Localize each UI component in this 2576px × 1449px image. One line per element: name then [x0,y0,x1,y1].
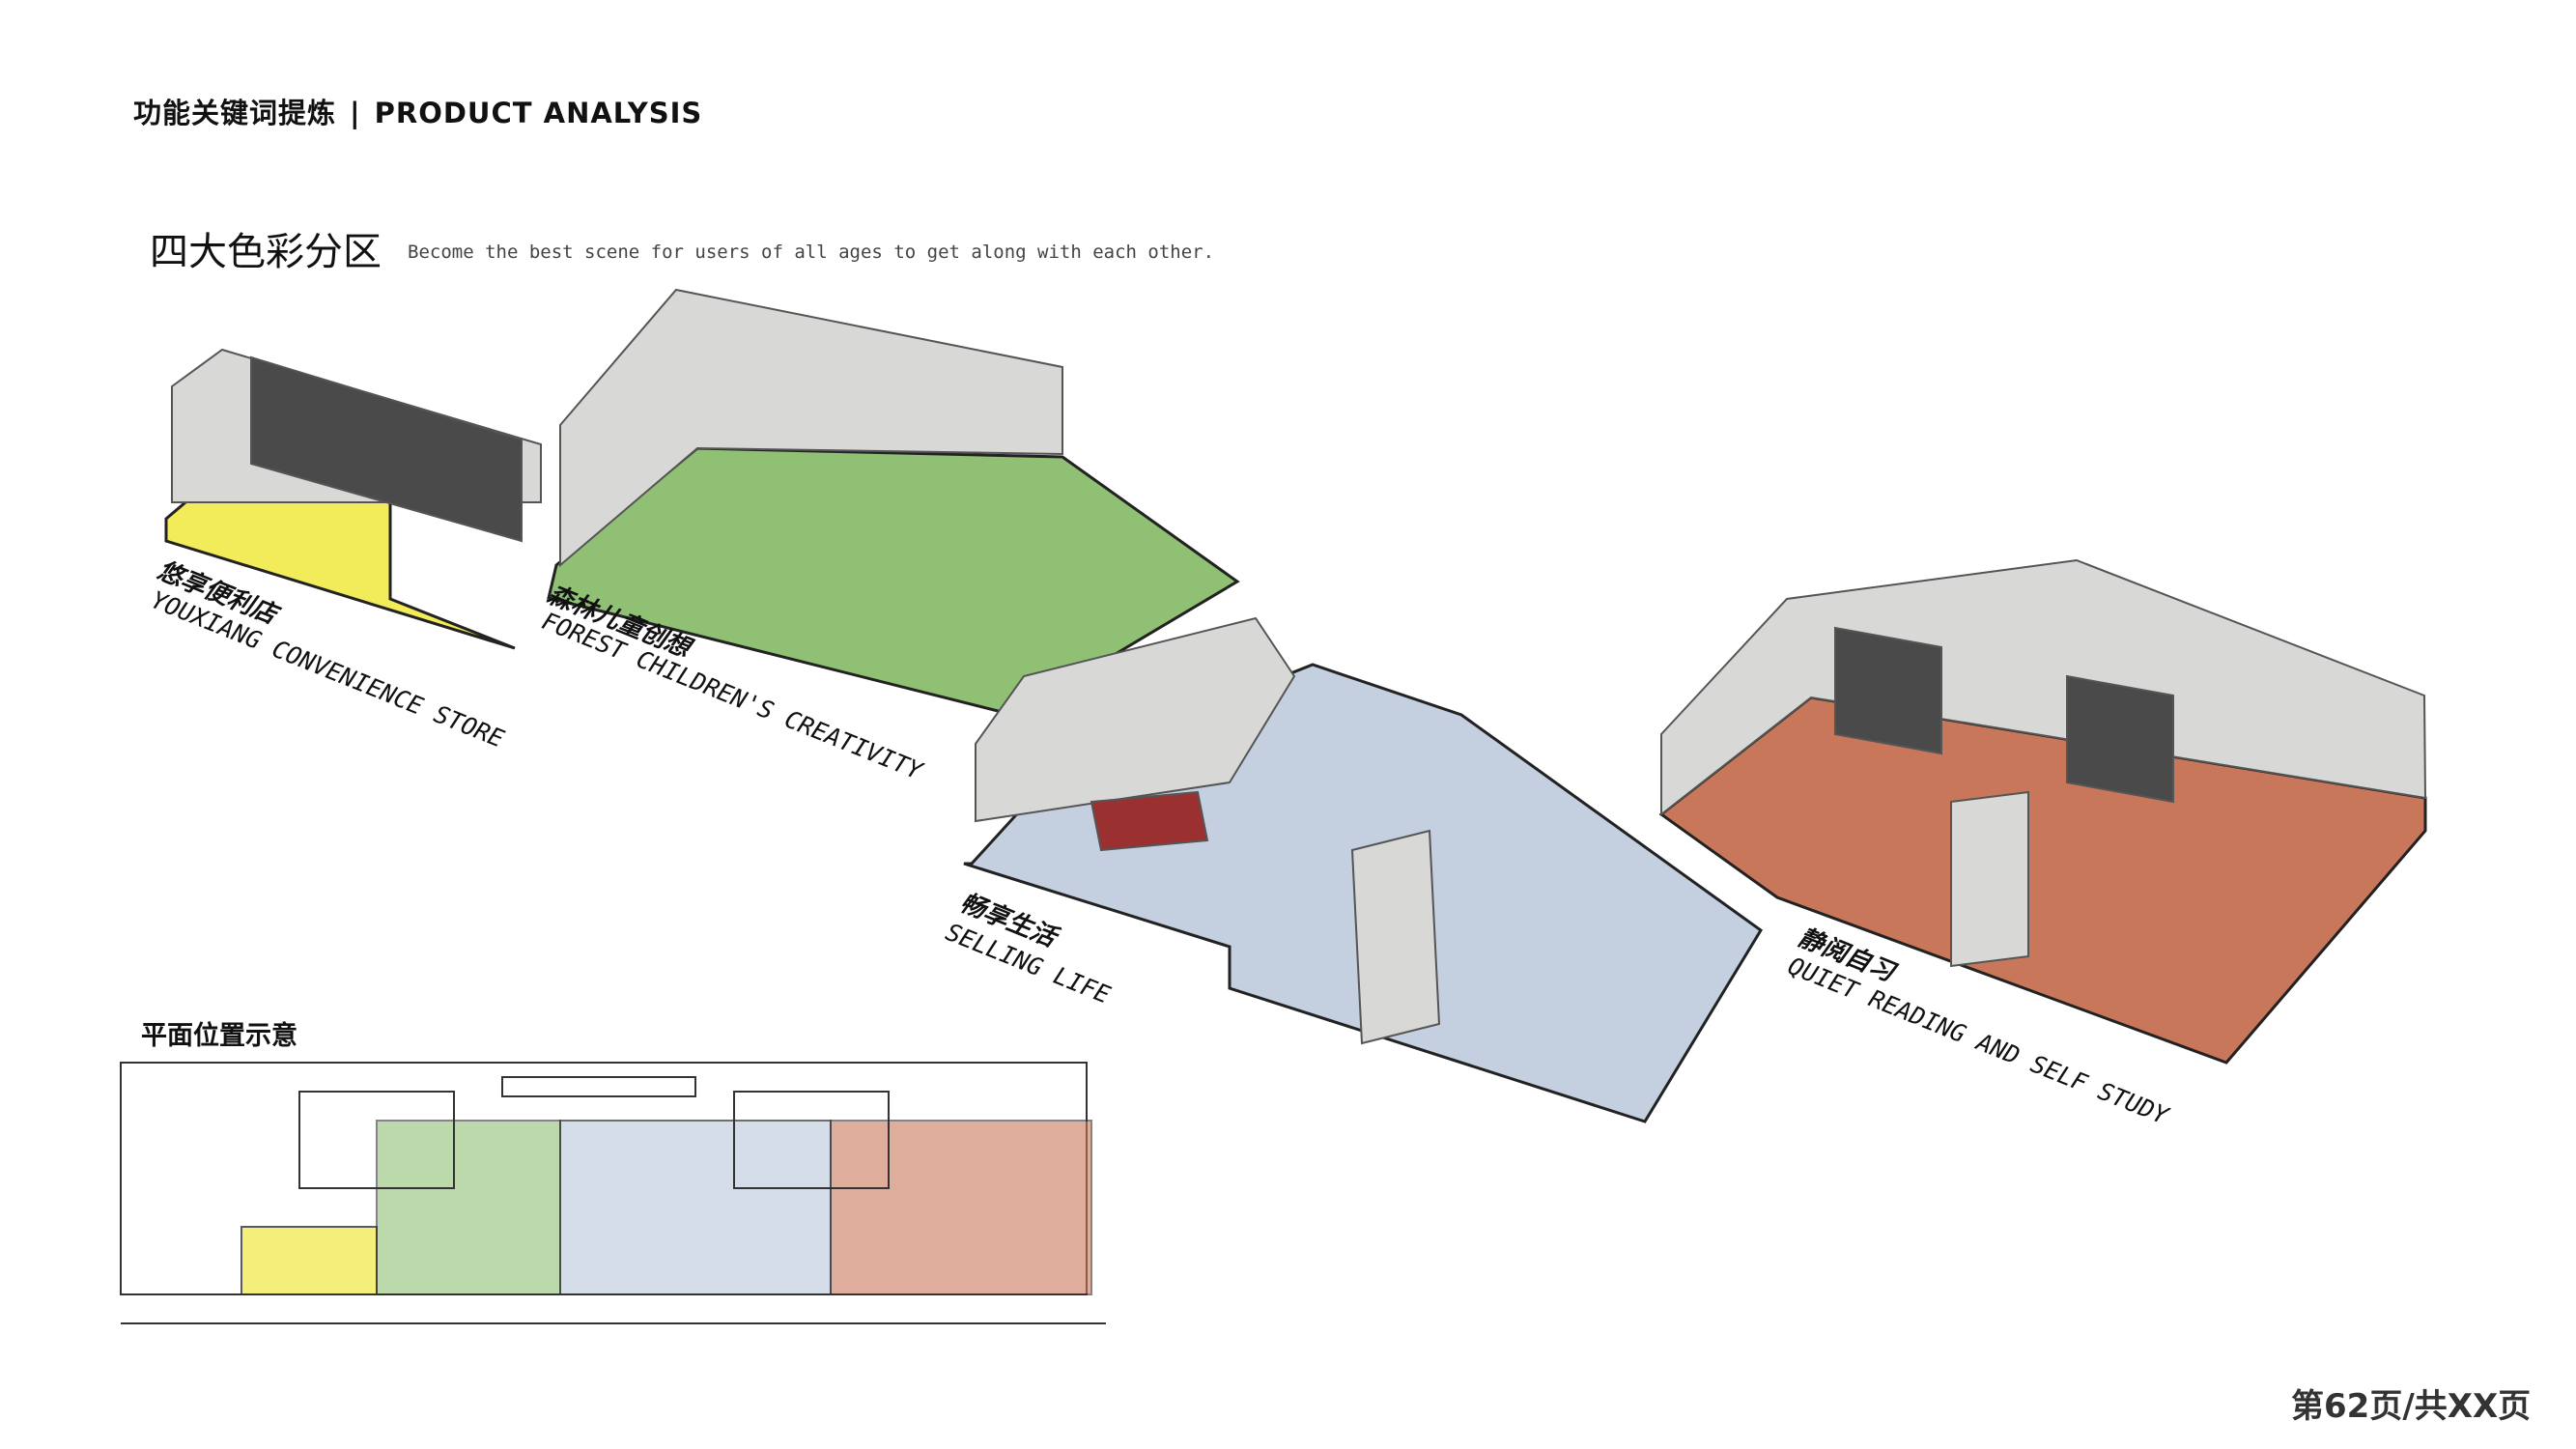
shelves-quiet-2 [2066,674,2174,804]
header-title-en: PRODUCT ANALYSIS [374,97,703,129]
plan-zone-quiet [830,1120,1092,1295]
plan-zone-selling [559,1120,832,1295]
section-title: 四大色彩分区 [150,230,382,274]
header: 功能关键词提炼 | PRODUCT ANALYSIS [133,91,702,131]
wall-forest [559,288,1063,568]
plan-zone-forest [376,1120,561,1295]
shelf-block-selling [1350,829,1441,1045]
page-number: 第62页/共XX页 [2291,1387,2532,1426]
wall-selling [975,616,1296,823]
header-title-cn: 功能关键词提炼 [133,97,337,129]
shelves-convenience [250,355,523,543]
display-table [1090,790,1209,852]
plan-zone-convenience [241,1226,378,1295]
plan-title: 平面位置示意 [141,1021,297,1051]
shelves-quiet [1834,626,1942,755]
floor-plan [120,1062,1106,1324]
section-subtitle: Become the best scene for users of all a… [408,242,1215,263]
wall-quiet [1660,558,2427,817]
header-separator: | [350,97,361,129]
shelf-block-quiet [1950,790,2029,968]
